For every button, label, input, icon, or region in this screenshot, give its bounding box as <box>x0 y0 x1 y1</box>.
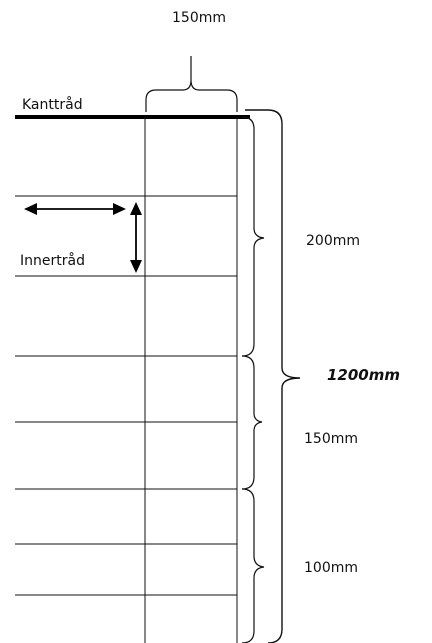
top-width-brace <box>145 56 238 112</box>
top-width-label: 150mm <box>172 10 226 26</box>
total-height-brace <box>245 109 301 643</box>
spacing-brace-upper <box>241 116 265 357</box>
edge-wire-label: Kanttråd <box>22 96 83 113</box>
horizontal-arrow-icon <box>24 203 126 215</box>
spacing-label-lower: 100mm <box>304 560 358 576</box>
total-height-label: 1200mm <box>327 366 400 384</box>
spacing-brace-middle <box>241 355 263 490</box>
inner-wire-label: Innertråd <box>20 252 85 269</box>
spacing-label-middle: 150mm <box>304 431 358 447</box>
spacing-brace-lower <box>241 488 265 643</box>
spacing-label-upper: 200mm <box>306 233 360 249</box>
vertical-arrow-icon <box>130 202 142 273</box>
